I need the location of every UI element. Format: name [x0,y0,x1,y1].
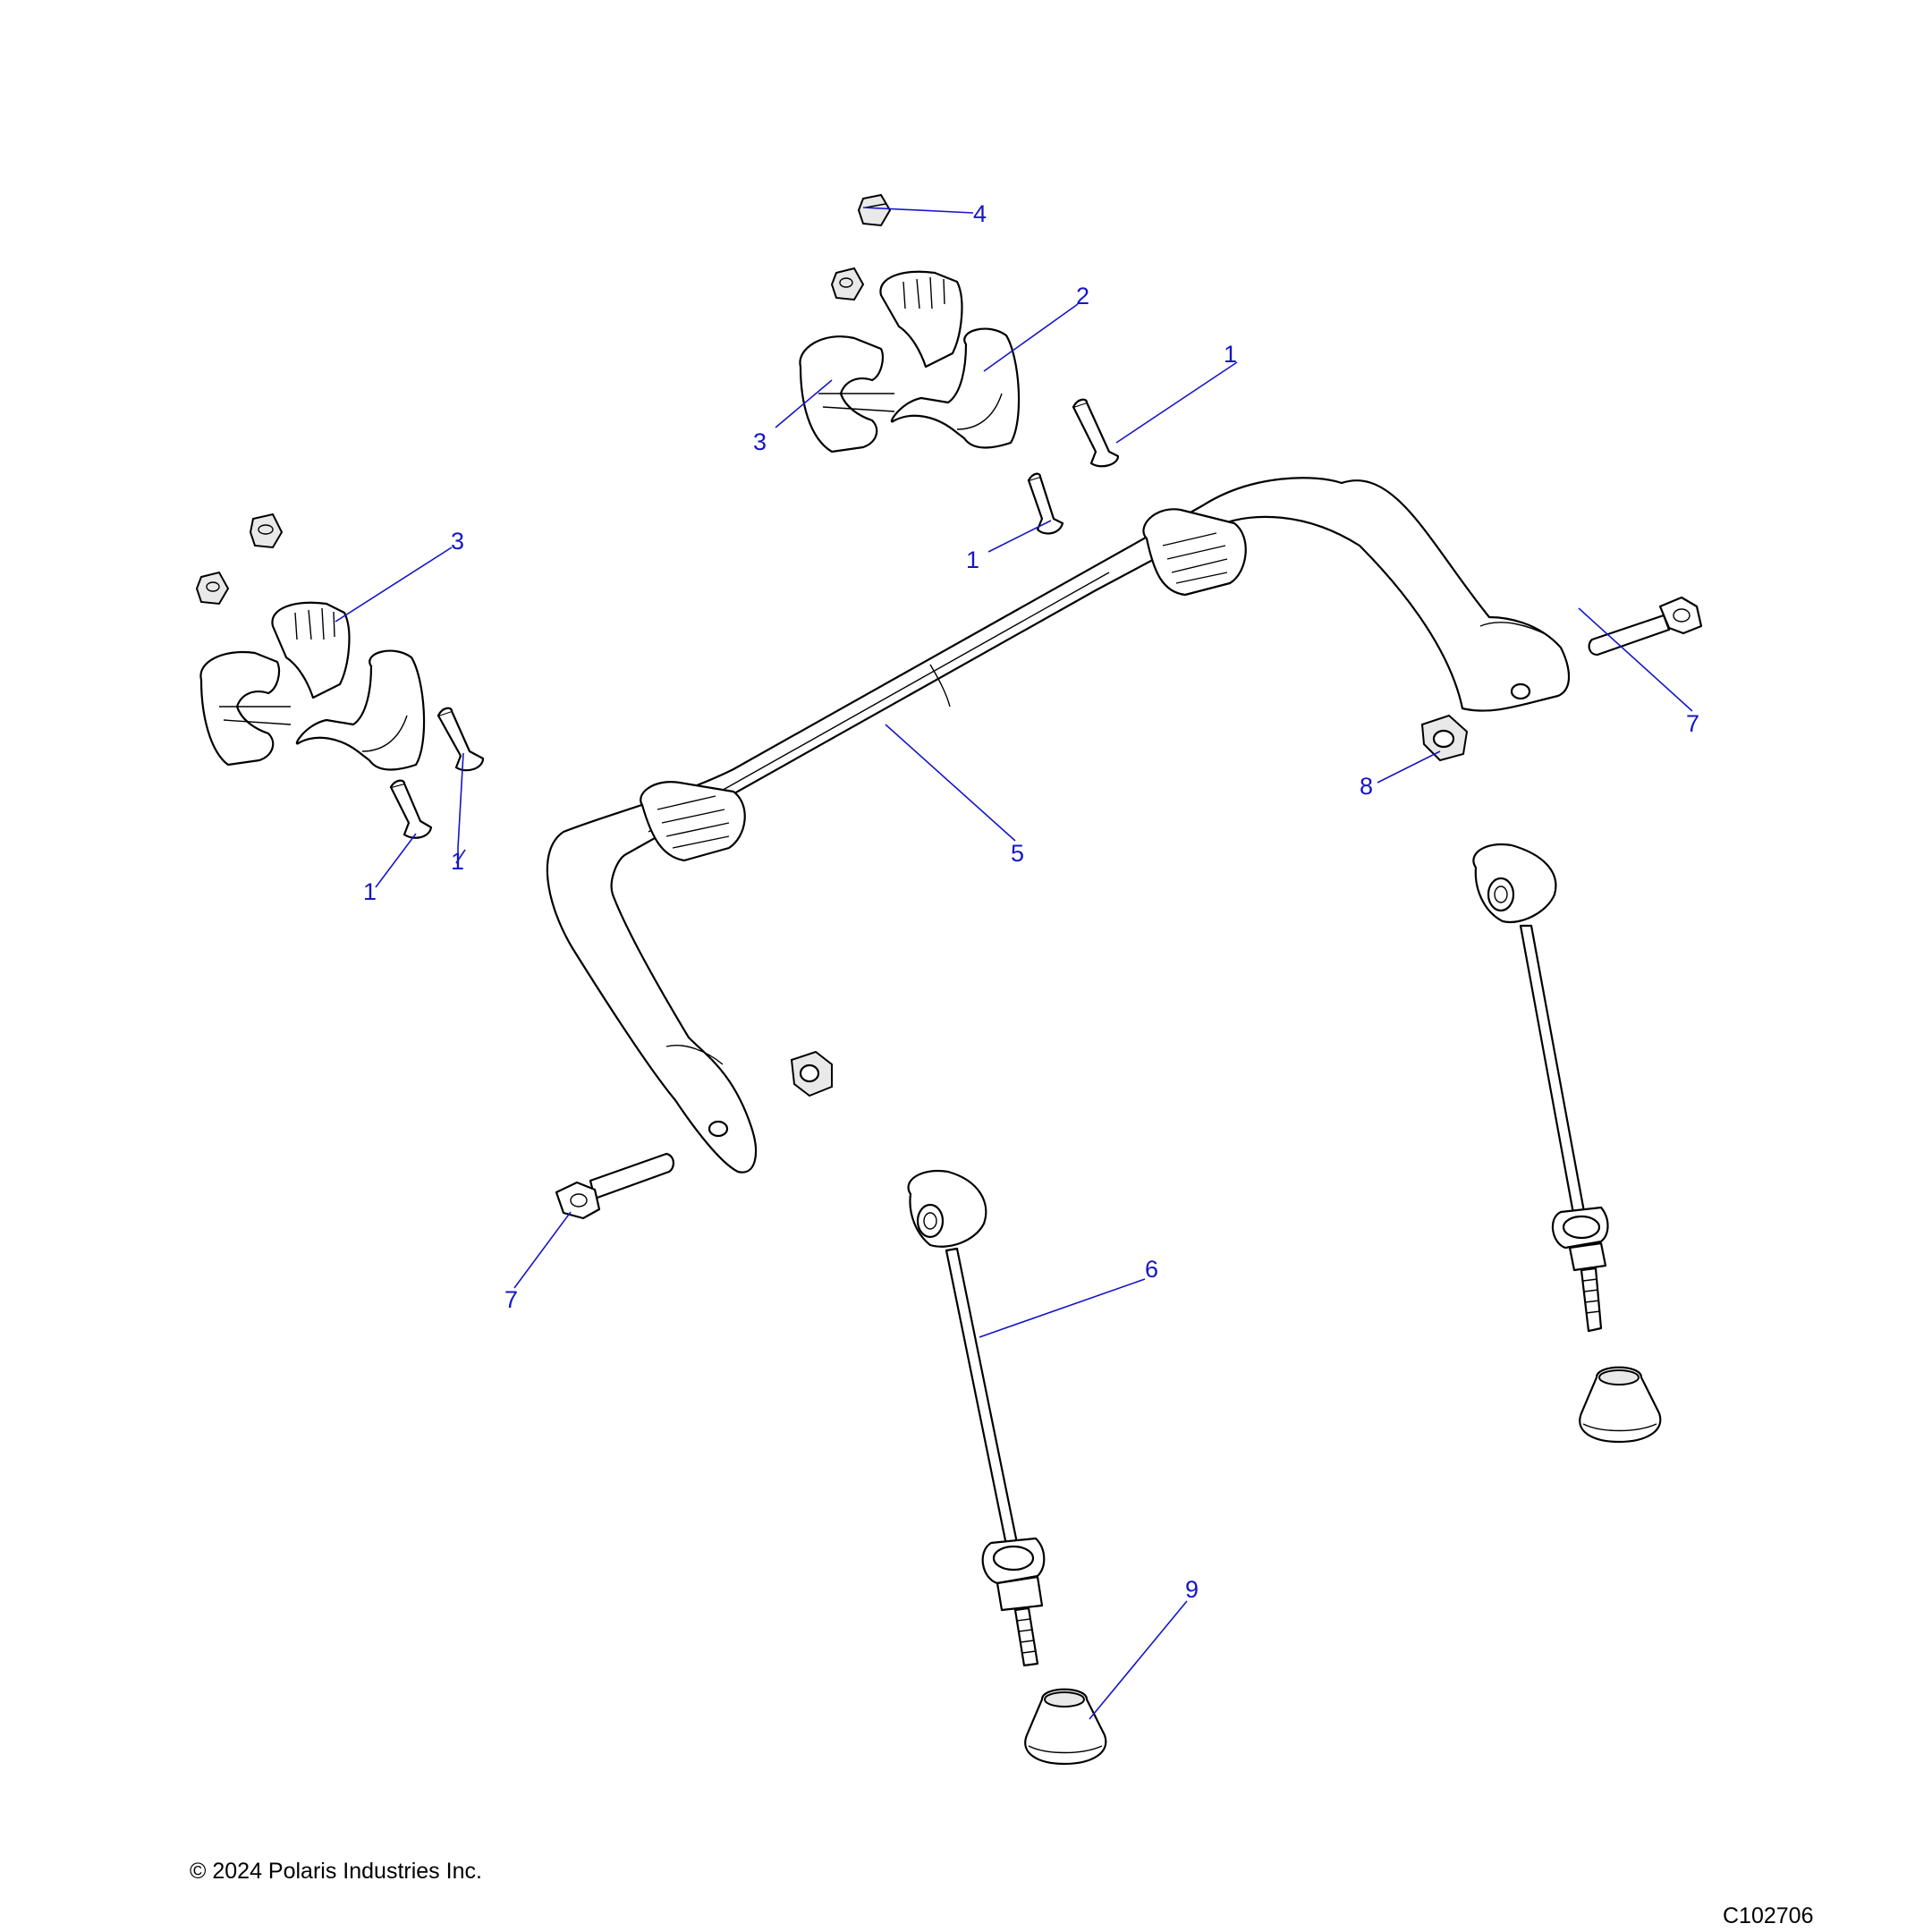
bolt-right-7 [1588,596,1703,657]
callout-1-upper-right: 1 [1224,341,1237,368]
callout-3-left: 3 [451,528,464,555]
callout-6: 6 [1145,1256,1158,1283]
upper-rivet-right [1072,398,1120,468]
nut-left [790,1050,833,1097]
boot-cap-right [1579,1366,1662,1444]
left-nut-top [249,513,284,549]
bushing-half-left-right [271,601,351,699]
leader-lines [335,207,1693,1720]
callout-1-left-lower: 1 [363,878,377,905]
upper-rivet-center [1027,472,1064,535]
callout-5: 5 [1011,840,1024,867]
upper-nut-4 [857,193,892,227]
link-rod-left [907,1169,1046,1667]
callout-7-right: 7 [1686,710,1699,737]
callout-9: 9 [1185,1576,1199,1603]
bushing-half-upper-right [879,270,963,369]
callout-7-left: 7 [504,1286,518,1313]
callout-1-center: 1 [966,547,979,573]
bushing-half-upper-left [799,335,895,453]
bushing-half-left-left [199,650,292,767]
left-rivet-upper [436,707,485,772]
callout-8: 8 [1360,773,1373,800]
bolt-left-7 [555,1152,674,1220]
bar-bushing-upper [1142,508,1247,597]
link-rod-right [1472,843,1609,1333]
left-rivet-lower [389,779,433,839]
callout-2: 2 [1076,283,1089,309]
figure-id: C102706 [1723,1903,1814,1928]
copyright-notice: © 2024 Polaris Industries Inc. [190,1859,482,1884]
callout-3-upper: 3 [753,428,767,455]
callout-4: 4 [973,200,987,227]
nut-8 [1420,714,1469,762]
clamp-bracket-upper [890,327,1021,449]
bar-bushing-lower [640,781,746,862]
callout-1-left-upper: 1 [451,848,464,875]
clamp-bracket-left [295,649,426,771]
upper-nut-small [830,267,865,301]
stabilizer-bar [546,477,1571,1174]
left-nut-lower [195,571,230,606]
bar-end-hole-left [708,1120,729,1138]
boot-cap-left [1024,1688,1107,1766]
bar-end-hole-right [1510,682,1531,700]
